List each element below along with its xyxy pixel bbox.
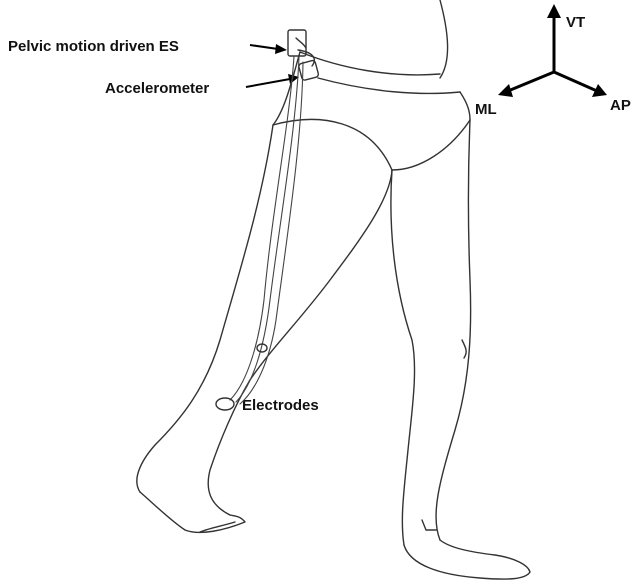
device-label: Pelvic motion driven ES [8,38,179,55]
rear-foot [140,492,245,532]
ml-axis-label: ML [475,101,497,118]
brief-right-side [460,92,470,120]
vt-arrowhead [547,4,561,18]
ap-axis-arrow [554,72,597,91]
accelerometer-label: Accelerometer [105,80,209,97]
ml-axis-arrow [508,72,554,91]
electrode-wires [216,56,303,410]
waistline [300,52,440,75]
ml-arrowhead [498,84,513,97]
wire-2 [236,57,299,402]
brief-waistband [318,78,460,93]
es-device-box [288,30,306,56]
stimulation-device [288,30,306,56]
accelerometer-pointer-arrow [246,79,290,87]
front-knee-crease [462,340,466,358]
front-leg-front-outline [436,120,471,540]
ap-axis-label: AP [610,97,631,114]
torso-right-outline [440,0,448,78]
rear-leg-front-outline [137,125,273,492]
front-foot [404,540,530,579]
device-pointer-arrowhead [275,44,287,54]
accelerometer-box [298,60,319,81]
device-clip [296,38,306,48]
front-foot-ankle-mark [422,520,436,530]
electrodes-label: Electrodes [242,397,319,414]
axis-triad: VT ML AP [475,4,631,118]
front-leg-back-outline [391,170,415,545]
vt-axis-label: VT [566,14,585,31]
brief-right-leg-opening [392,120,470,170]
hip-left-outline [273,52,300,125]
electrode-pad-1 [216,398,234,410]
wire-1 [230,56,294,400]
device-pointer-arrow [250,45,278,49]
rear-leg-back-outline [208,170,392,515]
